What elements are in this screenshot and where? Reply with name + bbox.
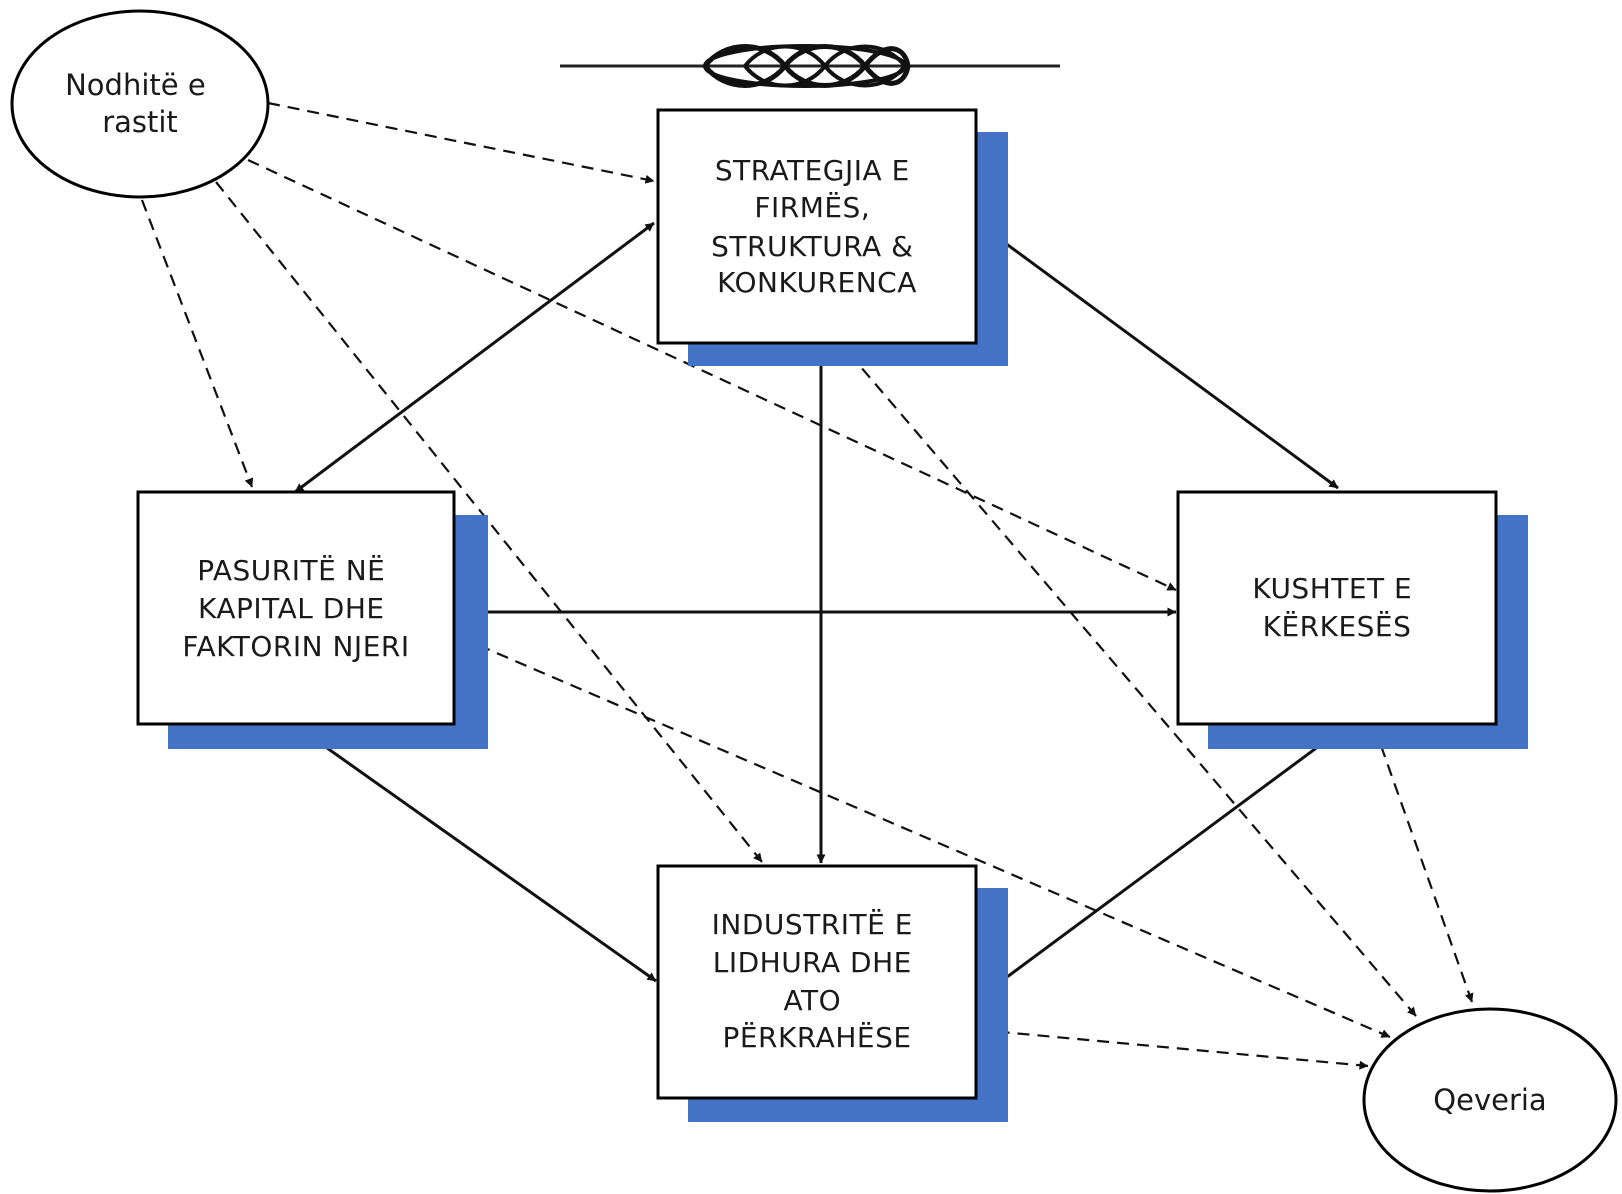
box-demand-line: KUSHTET E <box>1252 572 1412 605</box>
box-strategy-frame <box>656 108 978 345</box>
circle-government-shape <box>1362 1007 1618 1193</box>
box-demand-frame <box>1176 490 1498 726</box>
box-demand-label: KUSHTET E KËRKESËS <box>1252 572 1421 643</box>
connector-chance-factors <box>140 199 254 488</box>
connector-strategy-demand <box>977 221 1339 490</box>
box-strategy-line: FIRMËS, <box>754 191 870 224</box>
box-industries: INDUSTRITË E LIDHURA DHE ATO PËRKRAHËSE <box>656 864 1008 1122</box>
box-factors-frame <box>136 490 456 726</box>
box-strategy-line: KONKURENCA <box>717 266 917 299</box>
circle-chance-shape <box>10 9 270 199</box>
circle-chance: Nodhitë e rastit <box>10 9 270 199</box>
box-factors-label: PASURITË NË KAPITAL DHE FAKTORIN NJERI <box>182 554 409 663</box>
connector-chance-demand <box>247 159 1177 591</box>
circle-chance-line: Nodhitë e <box>65 68 206 102</box>
box-strategy-line: STRATEGJIA E <box>715 154 910 187</box>
box-industries-line: PËRKRAHËSE <box>722 1021 911 1054</box>
twisted-rope-ornament-icon <box>560 44 1060 88</box>
circle-government-label: Qeveria <box>1433 1083 1546 1117</box>
circle-government: Qeveria <box>1362 1007 1618 1193</box>
box-factors-line: FAKTORIN NJERI <box>182 630 409 663</box>
connector-chance-strategy <box>267 101 655 184</box>
connector-factors-industries <box>295 724 657 983</box>
connector-strategy-factors <box>294 221 655 494</box>
connector-government-factors <box>456 634 1391 1039</box>
connector-government-industries <box>979 1026 1369 1070</box>
box-industries-line: LIDHURA DHE <box>713 946 912 979</box>
connector-demand-industries <box>979 724 1347 999</box>
box-industries-line: INDUSTRITË E <box>712 908 913 941</box>
box-strategy-line: STRUKTURA & <box>711 230 913 263</box>
connection-lines <box>140 101 1474 1070</box>
box-industries-frame <box>656 864 978 1100</box>
box-industries-line: ATO <box>783 984 841 1017</box>
circle-chance-line: rastit <box>102 105 178 139</box>
circle-chance-label: Nodhitë e rastit <box>65 68 215 139</box>
box-demand-line: KËRKESËS <box>1263 610 1412 643</box>
box-strategy: STRATEGJIA E FIRMËS, STRUKTURA & KONKURE… <box>656 108 1008 366</box>
box-factors-line: PASURITË NË <box>197 554 385 587</box>
box-factors-line: KAPITAL DHE <box>198 592 385 625</box>
circle-government-line: Qeveria <box>1433 1083 1546 1117</box>
box-factors: PASURITË NË KAPITAL DHE FAKTORIN NJERI <box>136 490 488 749</box>
box-industries-label: INDUSTRITË E LIDHURA DHE ATO PËRKRAHËSE <box>712 908 923 1054</box>
box-demand: KUSHTET E KËRKESËS <box>1176 490 1528 749</box>
connector-government-demand <box>1372 725 1474 1003</box>
box-strategy-label: STRATEGJIA E FIRMËS, STRUKTURA & KONKURE… <box>711 154 923 299</box>
